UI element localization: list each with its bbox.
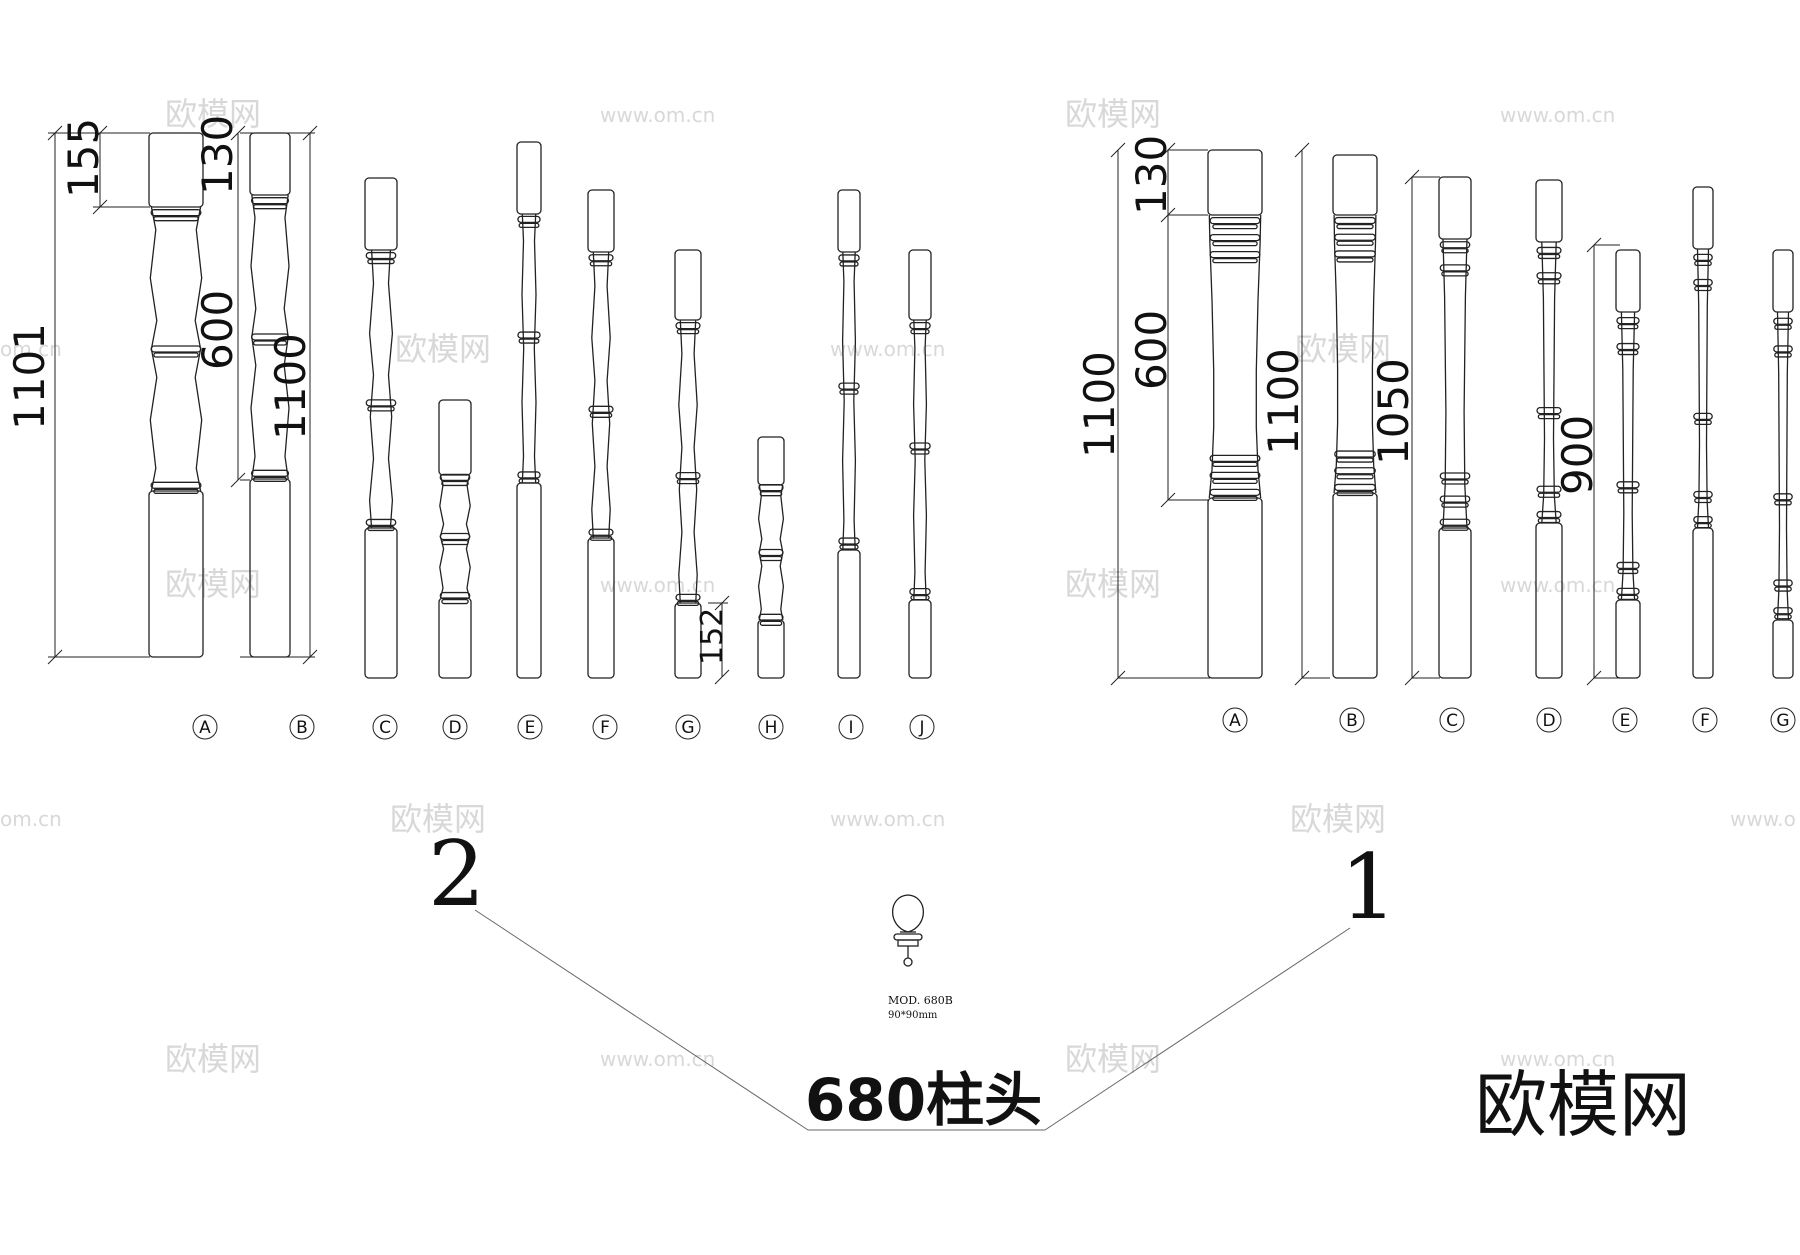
baluster-right-e <box>1615 249 1641 679</box>
callout-lines <box>474 909 1351 1131</box>
watermark-url: www.om.cn <box>600 1047 715 1071</box>
baluster-right-f <box>1692 186 1714 679</box>
baluster-left-e <box>516 141 542 679</box>
label-left-i: I <box>838 714 864 740</box>
watermark-brand: 欧模网 <box>1065 565 1161 603</box>
label-left-d: D <box>442 714 468 740</box>
dim-1050: 1050 <box>1369 358 1418 465</box>
svg-text:A: A <box>1229 711 1241 731</box>
finial-size: 90*90mm <box>888 1010 938 1021</box>
dim-600-right: 600 <box>1127 310 1176 390</box>
svg-text:C: C <box>1446 711 1458 731</box>
watermark-url: www.om.cn <box>830 337 945 361</box>
watermark-url: www.om.cn <box>830 807 945 831</box>
baluster-right-c <box>1438 176 1472 679</box>
watermark-brand: 欧模网 <box>165 1040 261 1078</box>
baluster-left-f <box>587 189 615 679</box>
watermark-brand: 欧模网 <box>390 800 486 838</box>
watermark-brand: 欧模网 <box>395 330 491 368</box>
baluster-left-a <box>148 132 204 658</box>
dim-1100-left: 1100 <box>266 333 315 440</box>
finial-model: MOD. 680B <box>888 994 953 1007</box>
svg-text:G: G <box>681 718 694 738</box>
label-right-f: F <box>1692 707 1718 733</box>
right-dimension-lines <box>1110 142 1620 686</box>
svg-text:B: B <box>1346 711 1358 731</box>
left-dimension-lines <box>47 125 730 685</box>
svg-text:E: E <box>1620 711 1631 731</box>
label-left-a: A <box>192 714 218 740</box>
baluster-right-b <box>1332 154 1378 679</box>
svg-text:I: I <box>848 718 853 738</box>
watermark-url: www.om.cn <box>600 103 715 127</box>
baluster-left-g <box>674 249 702 679</box>
watermark-brand: 欧模网 <box>1290 800 1386 838</box>
svg-text:D: D <box>448 718 461 738</box>
baluster-right-d <box>1535 179 1563 679</box>
label-right-e: E <box>1612 707 1638 733</box>
svg-text:D: D <box>1542 711 1555 731</box>
baluster-left-d <box>438 399 472 679</box>
dim-1100-right-b: 1100 <box>1259 348 1308 455</box>
label-right-b: B <box>1339 707 1365 733</box>
svg-text:C: C <box>379 718 391 738</box>
svg-text:B: B <box>296 718 308 738</box>
dim-1100-right-a: 1100 <box>1075 351 1124 458</box>
svg-text:F: F <box>1700 711 1710 731</box>
label-left-h: H <box>758 714 784 740</box>
watermark-url: www.om.cn <box>1500 573 1615 597</box>
svg-text:H: H <box>765 718 778 738</box>
dim-155: 155 <box>59 118 108 198</box>
brand-logo: 欧模网 <box>1475 1063 1691 1147</box>
label-left-g: G <box>675 714 701 740</box>
watermark-url: www.om.cn <box>600 573 715 597</box>
watermark-brand: 欧模网 <box>1295 330 1391 368</box>
svg-text:G: G <box>1776 711 1789 731</box>
dim-1101: 1101 <box>5 323 54 430</box>
watermark-url: om.cn <box>0 337 62 361</box>
baluster-right-a <box>1207 149 1263 679</box>
dim-130-left: 130 <box>193 115 242 195</box>
baluster-left-i <box>837 189 861 679</box>
callout-number-1: 1 <box>1340 835 1397 940</box>
watermark-brand: 欧模网 <box>1065 95 1161 133</box>
watermark-url: www.om.cn <box>1500 1047 1615 1071</box>
label-left-f: F <box>592 714 618 740</box>
svg-text:A: A <box>199 718 211 738</box>
baluster-drawings <box>148 132 1794 679</box>
dim-600-left: 600 <box>193 290 242 370</box>
watermark-url: www.o <box>1730 807 1796 831</box>
label-right-a: A <box>1222 707 1248 733</box>
label-right-d: D <box>1536 707 1562 733</box>
diagram-title: 680柱头 <box>805 1066 1042 1134</box>
watermark-brand: 欧模网 <box>1065 1040 1161 1078</box>
watermarks: 欧模网 www.om.cn 欧模网 www.om.cn om.cn 欧模网 ww… <box>0 95 1796 1078</box>
watermark-url: om.cn <box>0 807 62 831</box>
label-left-b: B <box>289 714 315 740</box>
finial-drawing <box>892 894 924 967</box>
baluster-left-j <box>908 249 932 679</box>
baluster-left-c <box>364 177 398 679</box>
baluster-left-h <box>757 436 785 679</box>
dim-900: 900 <box>1553 415 1602 495</box>
dim-152: 152 <box>695 608 730 665</box>
svg-text:J: J <box>918 718 924 738</box>
label-right-g: G <box>1770 707 1796 733</box>
callout-number-2: 2 <box>428 822 485 927</box>
dim-130-right: 130 <box>1127 135 1176 215</box>
watermark-url: www.om.cn <box>1500 103 1615 127</box>
svg-text:E: E <box>525 718 536 738</box>
label-left-j: J <box>909 714 935 740</box>
label-right-c: C <box>1439 707 1465 733</box>
svg-text:F: F <box>600 718 610 738</box>
label-left-e: E <box>517 714 543 740</box>
baluster-right-g <box>1772 249 1794 679</box>
watermark-brand: 欧模网 <box>165 565 261 603</box>
label-left-c: C <box>372 714 398 740</box>
